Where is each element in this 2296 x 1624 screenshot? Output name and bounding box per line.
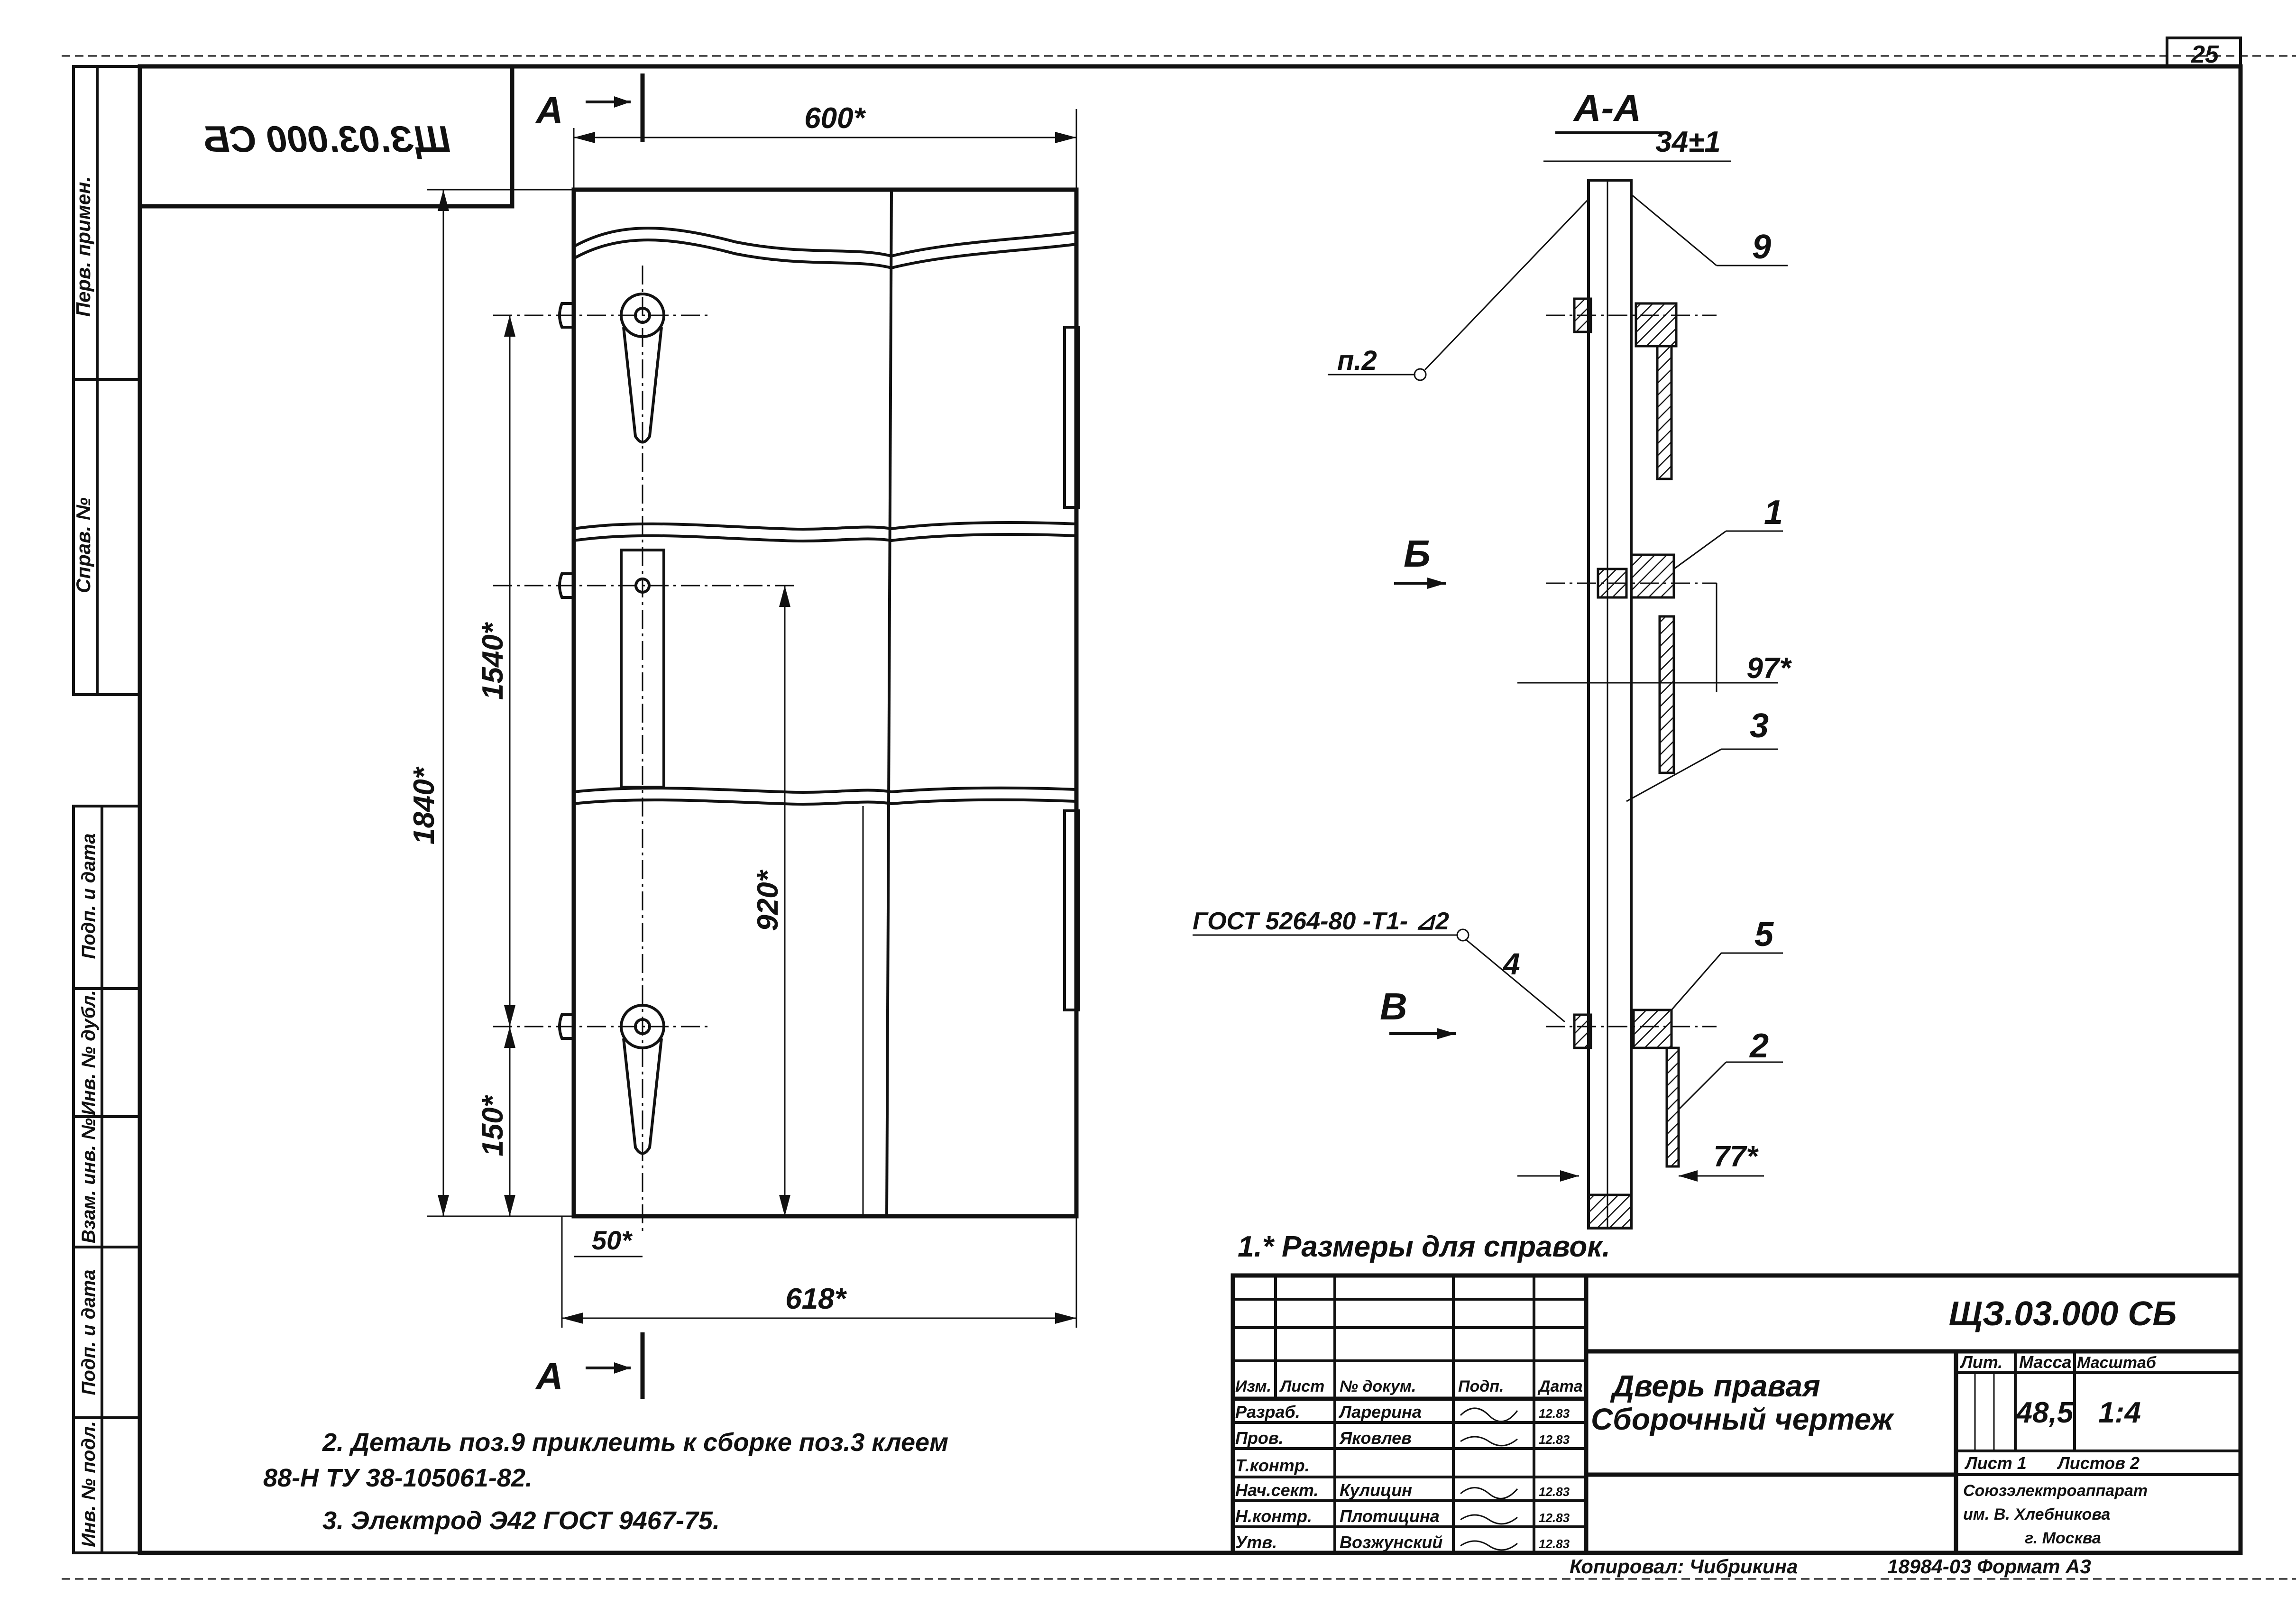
row-date: 12.83 [1539, 1406, 1570, 1421]
title-block: Изм. Лист № докум. Подп. Дата Разраб. Ла… [1231, 1273, 2243, 1555]
row-name: Кулицин [1340, 1480, 1412, 1500]
header-doc-no: № докум. [1340, 1377, 1416, 1395]
weld-symbol: ГОСТ 5264-80 -Т1- ⊿2 [1193, 908, 1449, 935]
left-strip: Перв. примен. Справ. № Подп. и дата Инв.… [72, 65, 141, 1554]
dim-top: 34±1 [1655, 126, 1720, 158]
row-role: Т.контр. [1235, 1456, 1310, 1475]
right-hinge-upper-icon [1063, 326, 1080, 509]
dim-bottom-hinge: 150* [477, 1094, 509, 1156]
scale-label: Масштаб [2077, 1354, 2157, 1372]
row-date: 12.83 [1539, 1511, 1570, 1525]
note-2-line1: 2. Деталь поз.9 приклеить к сборке поз.3… [322, 1428, 948, 1457]
row-role: Пров. [1235, 1428, 1284, 1448]
dim-mid-section: 97* [1746, 652, 1792, 685]
row-role: Разраб. [1235, 1402, 1300, 1422]
section-view: А-А 34±1 п.2 9 1 Б [1193, 87, 1792, 1229]
page-number-box: 25 [2166, 37, 2242, 68]
title-line1: Дверь правая [1610, 1369, 1820, 1403]
dim-height-total: 1840* [408, 766, 441, 844]
dim-offset-left: 50* [592, 1225, 633, 1255]
header-change: Изм. [1235, 1377, 1271, 1395]
header-sheet: Лист [1279, 1377, 1324, 1395]
scale-value: 1:4 [2098, 1396, 2141, 1429]
dim-bottom-section: 77* [1713, 1140, 1759, 1173]
pos-5: 5 [1754, 916, 1774, 954]
mirrored-doc-code: ЩЗ.03.000 СБ [204, 118, 451, 160]
signatures [1460, 1407, 1518, 1551]
format-info: 18984-03 Формат А3 [1887, 1555, 2091, 1578]
note-ref: п.2 [1337, 345, 1377, 376]
sheet-label: Лист 1 [1964, 1453, 2027, 1473]
header-date: Дата [1537, 1377, 1583, 1395]
row-name: Плотицина [1340, 1506, 1440, 1526]
latch-bar-icon [493, 549, 797, 789]
header-signature: Подп. [1458, 1377, 1504, 1395]
dim-width-top: 600* [804, 102, 866, 135]
strip-label-dup-inv: Инв. № дубл. [78, 990, 99, 1115]
notes: 1.* Размеры для справок. 2. Деталь поз.9… [263, 1230, 1610, 1535]
view-arrow-v: В [1380, 985, 1407, 1028]
drawing-frame [138, 64, 2243, 1555]
strip-label-orig-inv: Инв. № подл. [78, 1421, 99, 1547]
dim-width-bottom: 618* [785, 1283, 847, 1315]
row-role: Н.контр. [1235, 1506, 1312, 1526]
row-date: 12.83 [1539, 1485, 1570, 1499]
row-role: Утв. [1235, 1532, 1277, 1552]
strip-label-ref-no: Справ. № [72, 497, 94, 593]
org-line2: им. В. Хлебникова [1963, 1505, 2110, 1523]
title-line2: Сборочный чертеж [1591, 1402, 1894, 1436]
row-name: Возжунский [1340, 1532, 1442, 1552]
mirrored-code-box: ЩЗ.03.000 СБ [138, 64, 514, 209]
row-name: Яковлев [1339, 1428, 1412, 1448]
row-date: 12.83 [1539, 1537, 1570, 1551]
strip-label-sign-date-1: Подп. и дата [78, 834, 99, 959]
mass-value: 48,5 [2015, 1396, 2074, 1429]
section-marker-bottom: А [535, 1355, 563, 1397]
pos-1: 1 [1764, 494, 1783, 532]
pos-4: 4 [1502, 947, 1520, 981]
section-marker-top: А [535, 89, 563, 131]
note-2-line2: 88-Н ТУ 38-105061-82. [263, 1464, 533, 1492]
pos-9: 9 [1752, 228, 1771, 266]
row-role: Нач.сект. [1235, 1480, 1318, 1500]
copied-by: Копировал: Чибрикина [1570, 1555, 1798, 1578]
mass-label: Масса [2019, 1352, 2072, 1372]
note-3: 3. Электрод Э42 ГОСТ 9467-75. [322, 1506, 720, 1535]
row-name: Ларерина [1338, 1402, 1422, 1422]
org-line3: г. Москва [2025, 1529, 2101, 1547]
row-date: 12.83 [1539, 1432, 1570, 1447]
section-title: А-А [1573, 87, 1641, 129]
strip-label-sign-date-2: Подп. и дата [78, 1270, 99, 1395]
view-arrow-b: Б [1404, 532, 1431, 575]
lit-label: Лит. [1959, 1352, 2002, 1372]
strip-label-replace-inv: Взам. инв. № [78, 1118, 99, 1243]
org-line1: Союзэлектроаппарат [1963, 1482, 2148, 1500]
pos-2: 2 [1749, 1027, 1769, 1065]
note-1: 1.* Размеры для справок. [1238, 1230, 1610, 1263]
hinge-lever-top-icon [493, 266, 711, 1233]
hinge-lever-bottom-icon [493, 1004, 711, 1155]
strip-label-first-use: Перв. примен. [72, 176, 94, 317]
page-number: 25 [2191, 41, 2219, 68]
pos-3: 3 [1750, 707, 1769, 745]
dim-mid: 920* [752, 869, 784, 931]
right-hinge-lower-icon [1063, 809, 1080, 1011]
front-view: А А 600* [408, 73, 1080, 1399]
sheets-label: Листов 2 [2057, 1453, 2140, 1473]
doc-code: ЩЗ.03.000 СБ [1949, 1295, 2177, 1333]
dim-hinge-span: 1540* [477, 622, 509, 700]
